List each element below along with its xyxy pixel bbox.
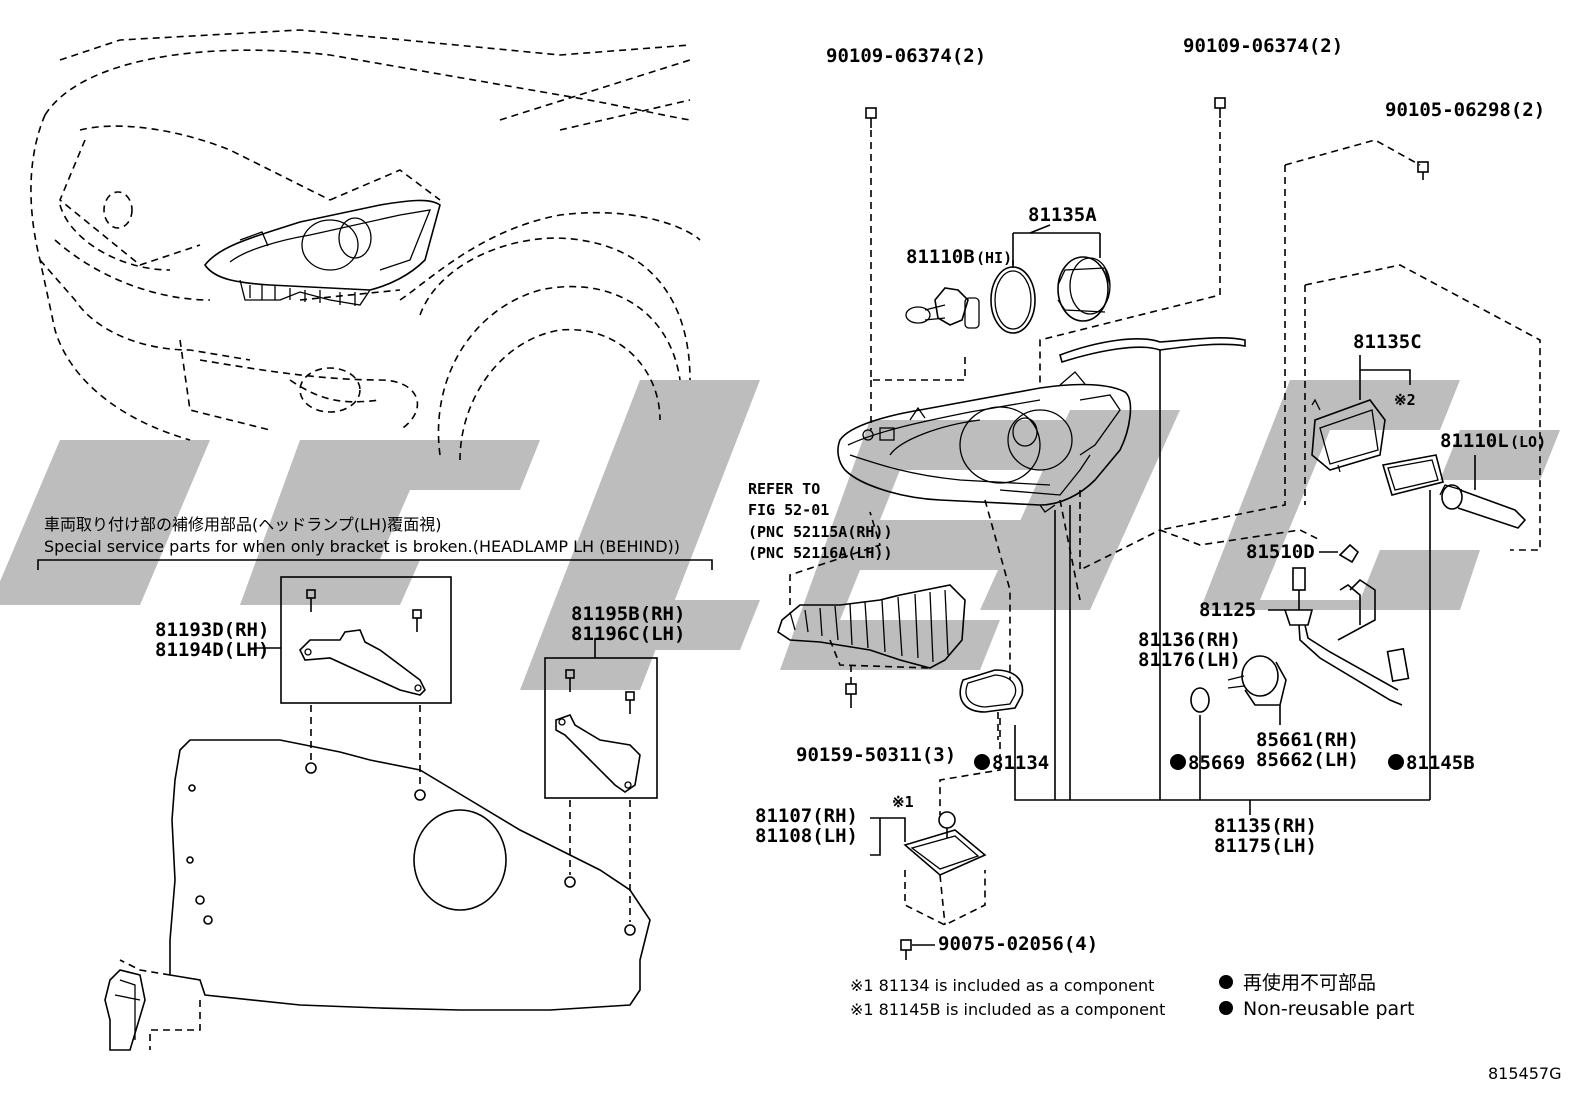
label-81110B: 81110B	[906, 246, 975, 268]
leader-lines	[870, 224, 1476, 946]
label-90109-right: 90109-06374(2)	[1183, 35, 1343, 57]
non-reusable-marker-85669	[1170, 754, 1186, 770]
label-81135C-note: ※2	[1394, 391, 1416, 409]
o-ring-85669	[1190, 687, 1210, 713]
screw-90109-left	[865, 107, 966, 430]
legend-bullet-en	[1219, 1001, 1233, 1015]
refer-to-block: REFER TO FIG 52-01 (PNC 52115A(RH)) (PNC…	[748, 480, 893, 562]
ballast-81135C	[1311, 398, 1386, 473]
refer-line1: REFER TO	[748, 480, 820, 498]
legend-bullet-jp	[1219, 975, 1233, 989]
seal-gasket	[1381, 454, 1444, 496]
label-90075: 90075-02056(4)	[938, 933, 1098, 955]
bulb-81110L-lo	[1439, 484, 1527, 529]
gasket-81134	[959, 669, 1024, 713]
label-81108: 81108(LH)	[755, 825, 858, 847]
label-81135: 81135(RH)	[1214, 815, 1317, 837]
non-reusable-marker-81134	[974, 754, 990, 770]
legend-en: Non-reusable part	[1243, 998, 1414, 1020]
label-81107: 81107(RH)	[755, 805, 858, 827]
refer-line3: (PNC 52115A(RH))	[748, 523, 893, 541]
label-81125: 81125	[1199, 599, 1256, 621]
label-85661: 85661(RH)	[1256, 729, 1359, 751]
cap-81135A	[990, 256, 1111, 334]
label-81176: 81176(LH)	[1138, 649, 1241, 671]
label-81110L: 81110L	[1440, 430, 1509, 452]
label-90109-left: 90109-06374(2)	[826, 45, 986, 67]
label-81136: 81136(RH)	[1138, 629, 1241, 651]
bracket-assembly	[777, 511, 966, 669]
label-81135A: 81135A	[1028, 204, 1097, 226]
part-labels: 90109-06374(2) 90109-06374(2) 90105-0629…	[155, 35, 1546, 955]
car-front-illustration	[30, 29, 701, 461]
label-85669: 85669	[1188, 752, 1245, 774]
legend-jp: 再使用不可部品	[1243, 972, 1376, 994]
label-81110B-suffix: (HI)	[976, 249, 1012, 267]
special-service-title-jp: 車両取り付け部の補修用部品(ヘッドランプ(LH)覆面視)	[44, 515, 441, 534]
label-81193D: 81193D(RH)	[155, 619, 269, 641]
label-90159: 90159-50311(3)	[796, 744, 956, 766]
socket-wire-81125	[1283, 567, 1410, 706]
special-service-title: 車両取り付け部の補修用部品(ヘッドランプ(LH)覆面視) Special ser…	[44, 515, 680, 556]
igniter-81107	[903, 811, 987, 926]
label-81107-note: ※1	[892, 793, 914, 811]
legend: 再使用不可部品 Non-reusable part	[1219, 972, 1414, 1020]
bulb-81110B-hi	[905, 287, 980, 329]
label-81145B: 81145B	[1406, 752, 1475, 774]
footnote-1: ※1 81134 is included as a component	[850, 976, 1154, 995]
figure-id: 815457G	[1488, 1064, 1561, 1083]
footnotes: ※1 81134 is included as a component ※1 8…	[850, 976, 1165, 1019]
footnote-2: ※1 81145B is included as a component	[850, 1000, 1165, 1019]
bulb-81510D	[1338, 543, 1360, 564]
headlamp-assembly	[837, 337, 1246, 513]
screw-90159	[845, 665, 857, 708]
label-81110L-suffix: (LO)	[1510, 433, 1546, 451]
label-85662: 85662(LH)	[1256, 749, 1359, 771]
label-81195B: 81195B(RH)	[571, 603, 685, 625]
label-81134: 81134	[992, 752, 1049, 774]
screw-90109-right	[1039, 97, 1226, 385]
special-service-section	[37, 559, 713, 1051]
label-81196C: 81196C(LH)	[571, 623, 685, 645]
refer-line4: (PNC 52116A(LH))	[748, 544, 893, 562]
label-81175: 81175(LH)	[1214, 835, 1317, 857]
ballast-box-outline	[1079, 139, 1541, 572]
refer-line2: FIG 52-01	[748, 501, 829, 519]
label-90105: 90105-06298(2)	[1385, 99, 1545, 121]
screw-90075	[900, 939, 912, 960]
label-81194D: 81194D(LH)	[155, 639, 269, 661]
screw-90105	[1417, 161, 1429, 180]
label-81510D: 81510D	[1246, 541, 1315, 563]
watermark	[0, 380, 1560, 690]
non-reusable-marker-81145B	[1388, 754, 1404, 770]
special-service-title-en: Special service parts for when only brac…	[44, 537, 680, 556]
label-81135C: 81135C	[1353, 331, 1422, 353]
